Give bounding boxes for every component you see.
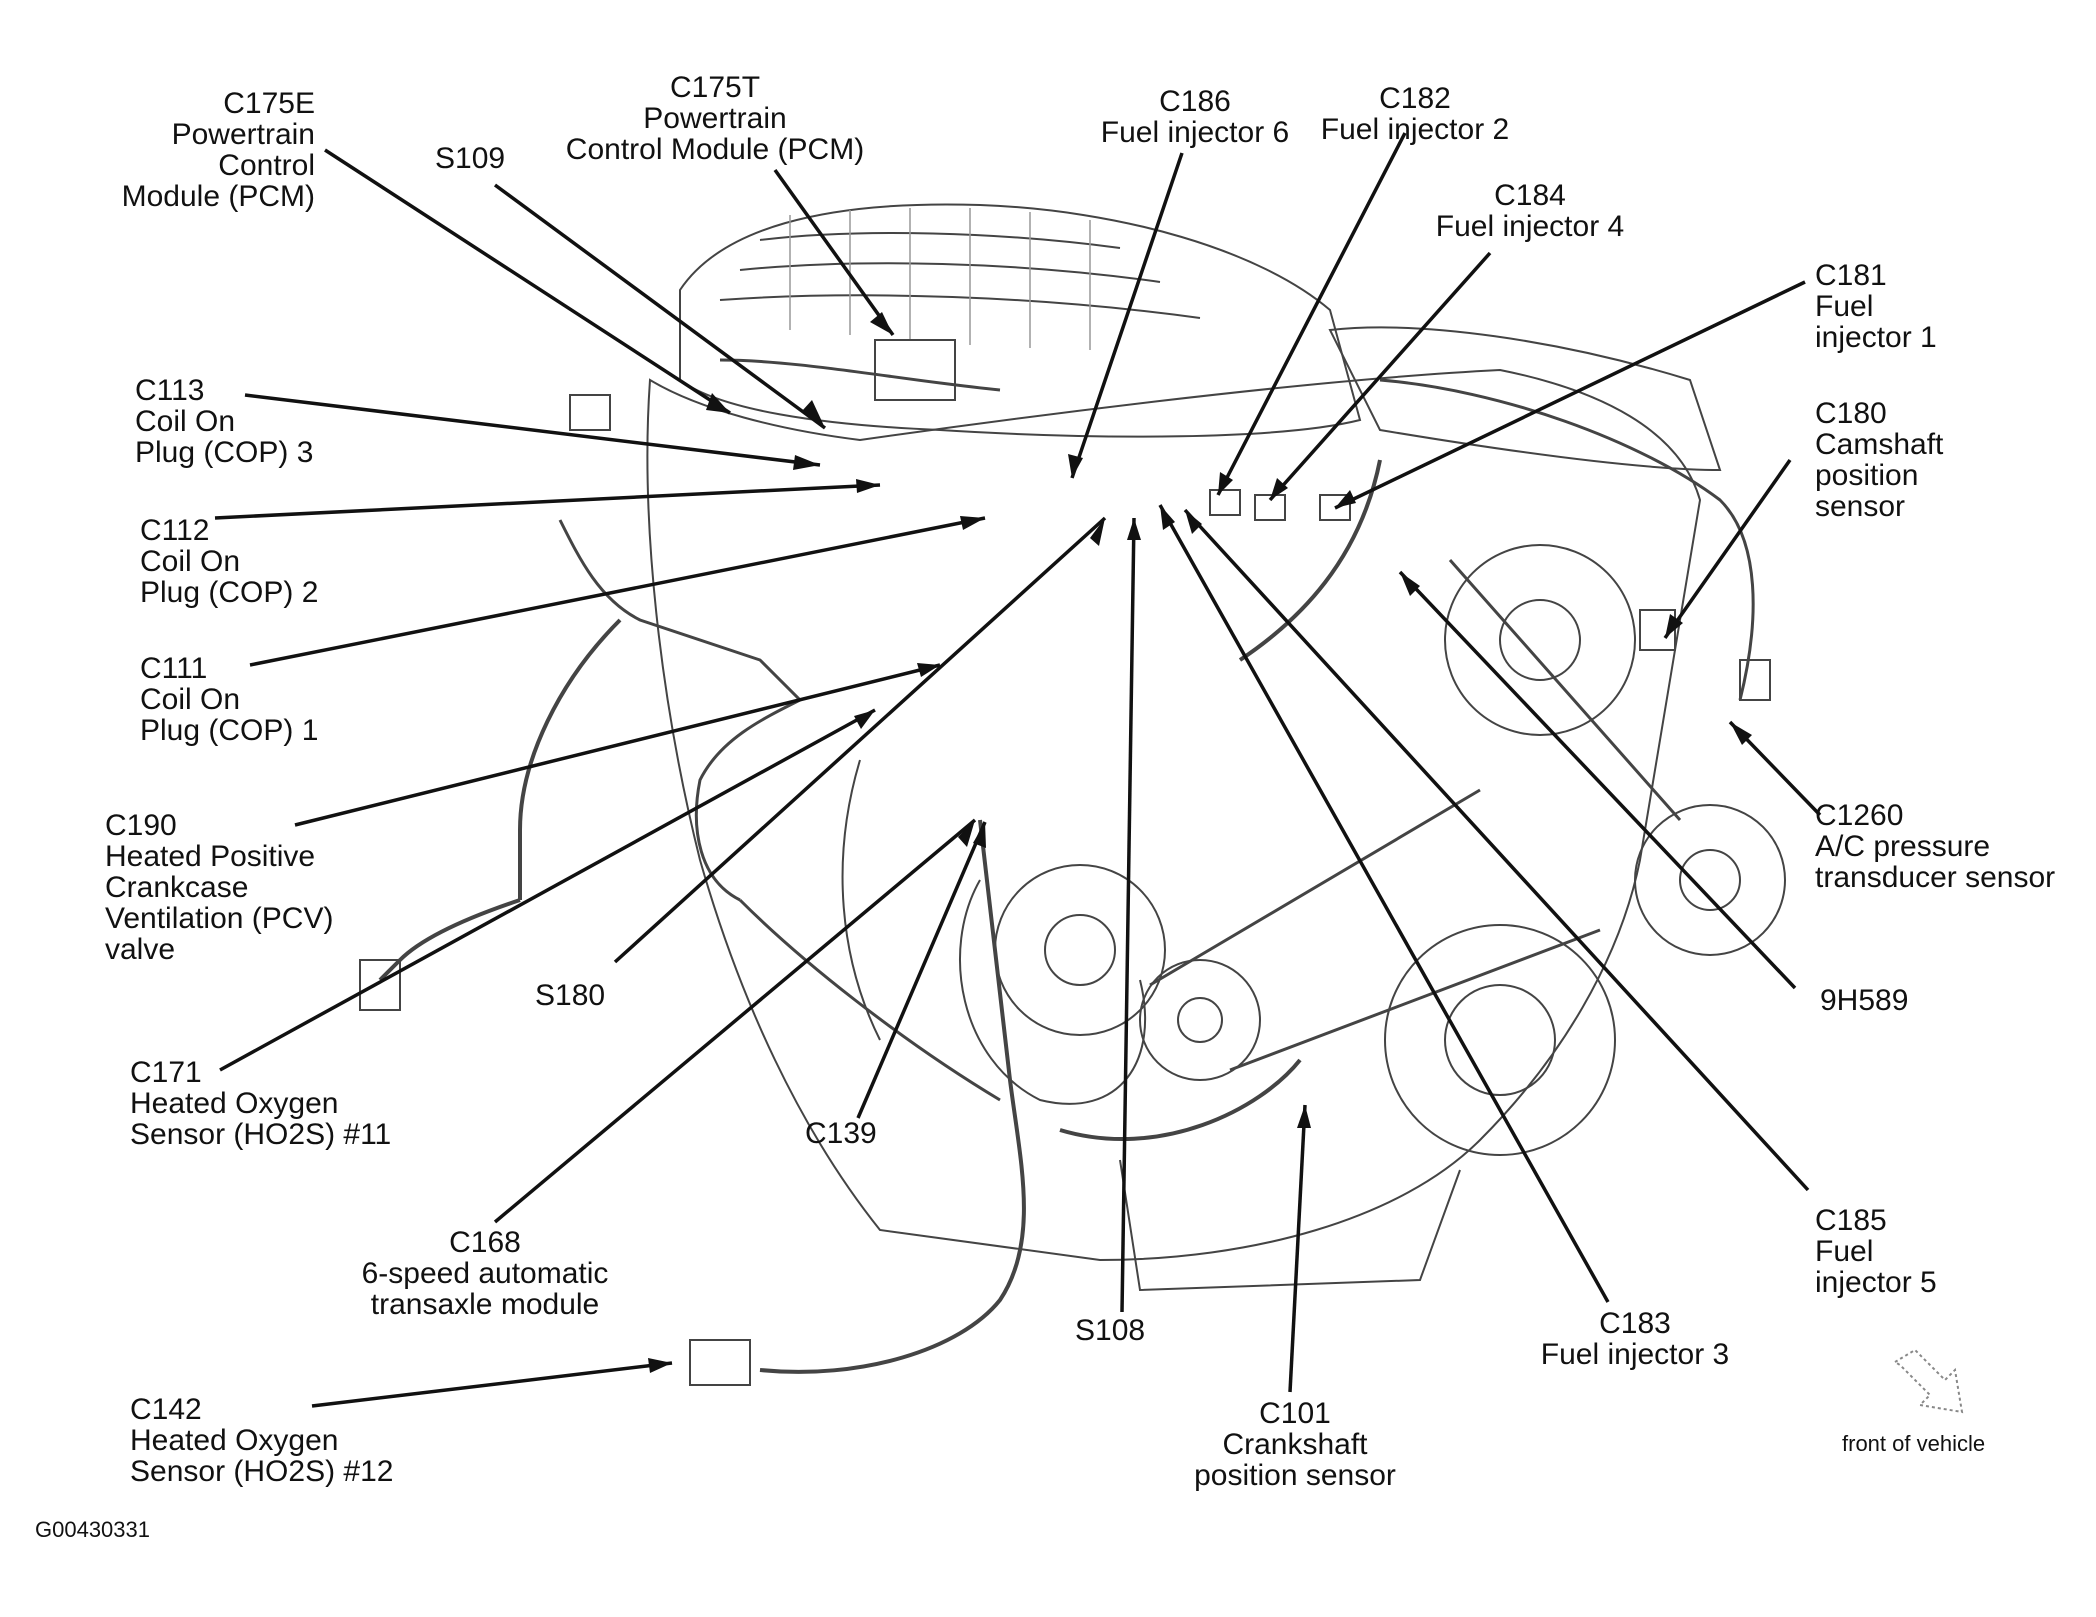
label-c142: C142 Heated Oxygen Sensor (HO2S) #12	[130, 1393, 394, 1488]
label-c139: C139	[805, 1117, 877, 1150]
label-s108: S108	[1075, 1314, 1146, 1347]
label-c180: C180 Camshaft position sensor	[1815, 397, 1944, 523]
label-c185: C185 Fuel injector 5	[1815, 1204, 1937, 1299]
label-c168: C168 6-speed automatic transaxle module	[361, 1226, 609, 1321]
label-9h589: 9H589	[1820, 984, 1909, 1017]
label-c1260: C1260 A/C pressure transducer sensor	[1815, 799, 2056, 894]
label-s180: S180	[535, 979, 606, 1012]
arrow-heads	[648, 312, 1752, 1373]
label-c175t: C175T Powertrain Control Module (PCM)	[565, 71, 865, 166]
front-of-vehicle-arrow-icon	[1893, 1348, 1964, 1414]
figure-id: G00430331	[35, 1517, 150, 1542]
label-c111: C111 Coil On Plug (COP) 1	[140, 652, 319, 747]
label-c190: C190 Heated Positive Crankcase Ventilati…	[105, 809, 334, 966]
label-c171: C171 Heated Oxygen Sensor (HO2S) #11	[130, 1056, 392, 1151]
label-c181: C181 Fuel injector 1	[1815, 259, 1937, 354]
front-of-vehicle-caption: front of vehicle	[1842, 1431, 1986, 1456]
label-c113: C113 Coil On Plug (COP) 3	[135, 374, 314, 469]
label-c101: C101 Crankshaft position sensor	[1194, 1397, 1396, 1492]
label-c184: C184 Fuel injector 4	[1435, 179, 1625, 243]
label-c186: C186 Fuel injector 6	[1100, 85, 1290, 149]
label-s109: S109	[435, 142, 506, 175]
label-c175e: C175E Powertrain Control Module (PCM)	[121, 87, 315, 213]
label-c182: C182 Fuel injector 2	[1320, 82, 1510, 146]
engine-illustration	[359, 203, 1786, 1386]
leader-lines	[214, 132, 1822, 1408]
label-c183: C183 Fuel injector 3	[1540, 1307, 1730, 1371]
label-c112: C112 Coil On Plug (COP) 2	[140, 514, 319, 609]
